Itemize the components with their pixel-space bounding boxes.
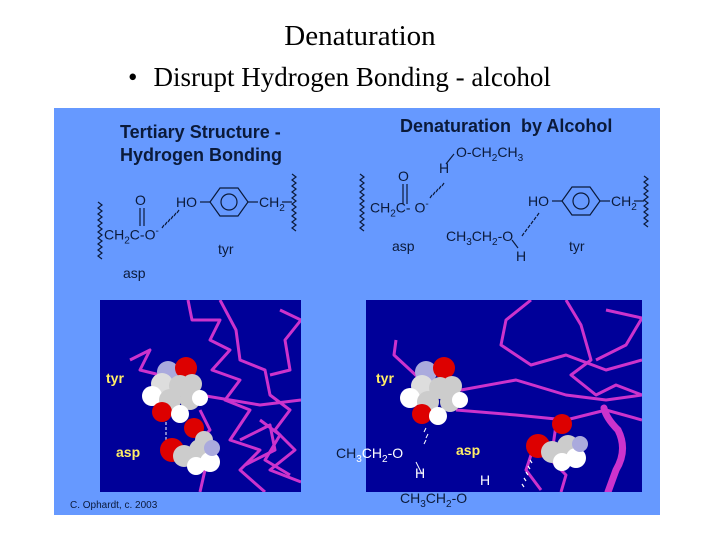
figure-panel: Tertiary Structure - Hydrogen Bonding	[54, 108, 660, 515]
left-heading-line1: Tertiary Structure -	[120, 122, 281, 142]
backbone-wave-left	[97, 201, 103, 260]
right-image-label-tyr: tyr	[376, 370, 394, 386]
bullet-marker: •	[128, 62, 138, 92]
benzene-ring-left	[209, 187, 249, 217]
chem-text: O-CH	[456, 144, 492, 160]
chem-sub: 2	[390, 208, 396, 220]
right-ethanol-top-h: H	[439, 160, 450, 176]
chem-sub: 2	[492, 236, 498, 248]
chem-sub: 2	[279, 202, 285, 214]
backbone-wave-right-tyr	[643, 175, 649, 228]
right-image-ethanol1: CH3CH2-O	[336, 445, 403, 465]
chem-text: CH	[259, 194, 280, 210]
backbone-wave-right-asp	[359, 173, 365, 232]
right-ethanol-bottom: CH3CH2-O	[446, 228, 513, 248]
left-backbone-trace	[129, 300, 301, 492]
right-image-ethanol1-h: H	[415, 465, 426, 481]
chem-sub: 3	[420, 498, 426, 510]
right-asp-atoms	[415, 414, 588, 488]
chem-text: CH	[400, 490, 421, 506]
left-image-label-tyr: tyr	[106, 370, 124, 386]
benzene-ring-right	[561, 186, 601, 216]
right-tyr-ho: HO	[528, 193, 549, 209]
image-credit: C. Ophardt, c. 2003	[70, 500, 158, 511]
bullet-text: Disrupt Hydrogen Bonding - alcohol	[153, 62, 551, 92]
left-asp-carbonyl-o: O	[135, 192, 146, 208]
left-label-asp: asp	[123, 265, 146, 281]
chem-text: CH	[370, 199, 391, 216]
right-asp-chain: CH2C- O-	[370, 199, 429, 219]
right-tyr-atoms	[400, 357, 468, 445]
left-asp-chain: CH2C-O-	[104, 226, 159, 246]
right-ethanol-bottom-h: H	[516, 248, 527, 264]
chem-text: CH	[425, 490, 447, 506]
right-label-tyr: tyr	[569, 238, 585, 254]
right-tyr-ch2: CH2	[611, 193, 637, 213]
right-asp-carbonyl-o: O	[398, 168, 409, 184]
right-image-ethanol2: CH3CH2-O	[400, 490, 467, 510]
left-heading-line2: Hydrogen Bonding	[120, 145, 282, 165]
chem-text: -O	[451, 490, 468, 506]
right-label-asp: asp	[392, 238, 415, 254]
chem-text: C- O	[395, 199, 426, 216]
chem-sub: 2	[124, 235, 130, 247]
chem-text: CH	[611, 193, 632, 209]
chem-text: -O	[497, 228, 514, 244]
left-tyr-atoms	[142, 357, 208, 446]
right-protein-image: tyr asp H H	[366, 300, 642, 492]
left-label-tyr: tyr	[218, 241, 234, 257]
chem-text: CH	[446, 228, 467, 244]
chem-sub: 3	[466, 236, 472, 248]
chem-text: -O	[387, 445, 404, 461]
right-heading: Denaturation by Alcohol	[400, 116, 613, 136]
left-protein-image: tyr asp	[100, 300, 301, 492]
left-tyr-ch2: CH2	[259, 194, 285, 214]
right-ethanol-top: O-CH2CH3	[456, 144, 523, 164]
slide-title: Denaturation	[284, 20, 436, 52]
chem-sub: 2	[446, 498, 452, 510]
left-tyr-ho: HO	[176, 194, 197, 210]
chem-text: CH	[497, 144, 518, 160]
chem-sub: 2	[491, 152, 498, 164]
chem-text: CH	[471, 228, 493, 244]
chem-sub: 2	[631, 201, 637, 213]
chem-text: CH	[104, 226, 125, 243]
chem-charge: -	[155, 226, 159, 237]
left-bond-diagram	[97, 153, 649, 260]
chem-text: CH	[361, 445, 383, 461]
chem-text: CH	[336, 445, 357, 461]
thick-backbone	[600, 404, 626, 492]
chem-sub: 3	[356, 453, 362, 465]
chem-sub: 3	[517, 152, 524, 164]
chem-text: C-O	[129, 226, 156, 243]
left-image-label-asp: asp	[116, 444, 141, 460]
bullet-point: • Disrupt Hydrogen Bonding - alcohol	[128, 62, 551, 93]
chem-sub: 2	[382, 453, 388, 465]
backbone-wave-right	[291, 173, 297, 232]
right-image-ethanol2-h: H	[480, 472, 491, 488]
left-asp-atoms	[160, 418, 220, 475]
chem-charge: -	[425, 199, 429, 210]
right-image-label-asp: asp	[456, 442, 481, 458]
